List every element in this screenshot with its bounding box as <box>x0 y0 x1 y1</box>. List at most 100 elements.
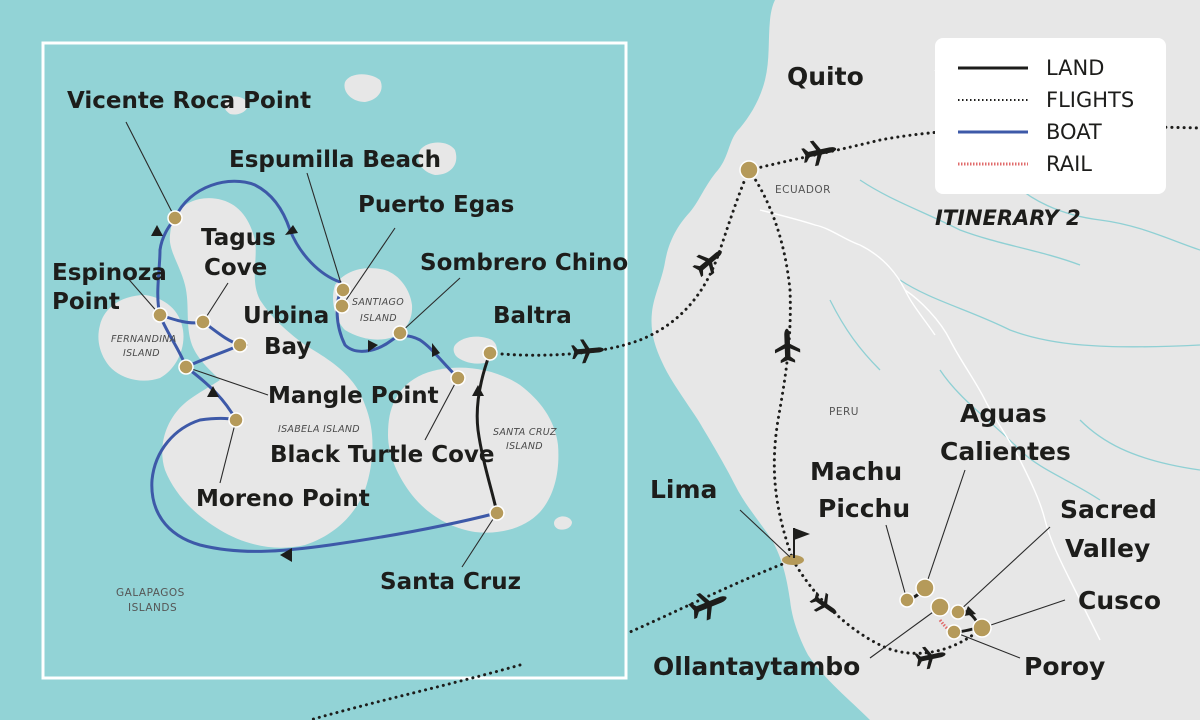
espinoza-label: Espinoza <box>52 260 167 286</box>
boat-route <box>150 417 499 553</box>
urbina-label-2: Bay <box>264 334 311 360</box>
legend-flights-label: FLIGHTS <box>1046 88 1134 112</box>
fernandina-label: FERNANDINA <box>111 334 177 345</box>
espinoza-label-2: Point <box>52 289 120 315</box>
stop-moreno <box>228 412 244 428</box>
tagus-label-2: Cove <box>204 255 267 281</box>
isabela-label: ISABELA ISLAND <box>278 424 360 435</box>
itinerary-label: ITINERARY 2 <box>935 206 1081 230</box>
island-small-north2 <box>418 142 457 175</box>
leader-lima <box>739 509 791 558</box>
legend-land-label: LAND <box>1046 56 1104 80</box>
river <box>1079 419 1200 471</box>
legend-boat-label: BOAT <box>1046 120 1102 144</box>
stop-baltra <box>482 345 498 361</box>
leader-moreno <box>219 419 237 484</box>
river <box>859 179 1081 266</box>
stop-espinoza <box>152 307 168 323</box>
stop-mangle <box>178 359 194 375</box>
stop-black-turtle <box>450 370 466 386</box>
espumilla-label: Espumilla Beach <box>229 147 441 173</box>
boat-arrow <box>368 340 378 352</box>
santiago-island <box>333 268 413 340</box>
legend-rail-label: RAIL <box>1046 152 1092 176</box>
sacred-label-2: Valley <box>1065 534 1150 563</box>
santa-cruz-island-label: SANTA CRUZ <box>493 427 557 438</box>
baltra-label: Baltra <box>493 303 572 329</box>
flight-route-lima-west <box>628 558 795 634</box>
cusco-label: Cusco <box>1078 586 1161 615</box>
lima-marker <box>782 555 804 565</box>
lima-label: Lima <box>650 475 717 504</box>
river <box>939 369 1101 501</box>
poroy-label: Poroy <box>1024 652 1105 681</box>
stop-santa-cruz <box>489 505 505 521</box>
land-arrow <box>472 385 484 396</box>
ecuador-label: ECUADOR <box>775 184 831 196</box>
stop-sombrero <box>392 325 408 341</box>
vicente-roca-label: Vicente Roca Point <box>67 88 311 114</box>
aguas-label: Aguas <box>960 399 1047 428</box>
boat-arrow <box>432 343 440 357</box>
leader-espumilla <box>306 172 344 291</box>
legend: LAND FLIGHTS BOAT RAIL <box>935 38 1166 194</box>
puerto-egas-label: Puerto Egas <box>358 192 514 218</box>
urbina-label: Urbina <box>243 303 329 329</box>
river <box>829 299 881 371</box>
machu-label-2: Picchu <box>818 494 910 523</box>
leader-machu <box>885 524 908 601</box>
country-border <box>904 289 1101 641</box>
black-turtle-label: Black Turtle Cove <box>270 442 495 468</box>
country-border <box>759 209 936 336</box>
sacred-label: Sacred <box>1060 495 1157 524</box>
mangle-label: Mangle Point <box>268 383 439 409</box>
leader-puerto-egas <box>341 227 396 307</box>
flight-route-lima-cusco <box>791 558 984 655</box>
fernandina-label-2: ISLAND <box>123 348 160 359</box>
galapagos-label-2: ISLANDS <box>128 602 177 614</box>
flag-icon <box>794 528 810 540</box>
island-small-northwest <box>223 96 248 115</box>
boat-route <box>335 288 460 380</box>
santa-cruz-island <box>388 367 559 533</box>
boat-route <box>158 313 242 369</box>
santiago-label-2: ISLAND <box>360 313 397 324</box>
land-arrow <box>964 606 976 616</box>
land-route-santa-cruz <box>475 351 499 515</box>
peru-label: PERU <box>829 406 859 418</box>
island-south-islet <box>554 516 572 530</box>
leader-ollantaytambo <box>869 606 941 659</box>
aguas-label-2: Calientes <box>940 437 1071 466</box>
stop-cusco <box>972 618 992 638</box>
leader-sacred <box>957 526 1051 613</box>
stop-quito <box>739 160 759 180</box>
leader-vicente-roca <box>125 121 176 219</box>
leader-black-turtle <box>424 377 459 441</box>
stop-espumilla <box>335 282 351 298</box>
stop-urbina <box>232 337 248 353</box>
stop-machu-picchu <box>899 592 915 608</box>
stop-poroy <box>946 624 962 640</box>
stop-tagus-cove <box>195 314 211 330</box>
santa-cruz-island-label-2: ISLAND <box>506 441 543 452</box>
island-small-north <box>344 74 382 102</box>
river <box>1009 179 1200 251</box>
leader-cusco <box>981 599 1066 629</box>
leader-poroy <box>953 631 1021 659</box>
boat-arrow <box>207 386 219 397</box>
santiago-label: SANTIAGO <box>352 297 404 308</box>
galapagos-label: GALAPAGOS <box>116 587 185 599</box>
machu-label: Machu <box>810 457 902 486</box>
stop-puerto-egas <box>334 298 350 314</box>
stop-ollantaytambo <box>930 597 950 617</box>
leader-mangle <box>185 366 269 396</box>
moreno-label: Moreno Point <box>196 486 370 512</box>
stop-vicente-roca <box>167 210 183 226</box>
stop-sacred-valley <box>950 604 966 620</box>
boat-arrow <box>285 225 298 235</box>
legend-box <box>935 38 1166 194</box>
boat-route <box>173 179 342 284</box>
leader-sombrero <box>399 277 461 334</box>
ollantaytambo-label: Ollantaytambo <box>653 652 860 681</box>
